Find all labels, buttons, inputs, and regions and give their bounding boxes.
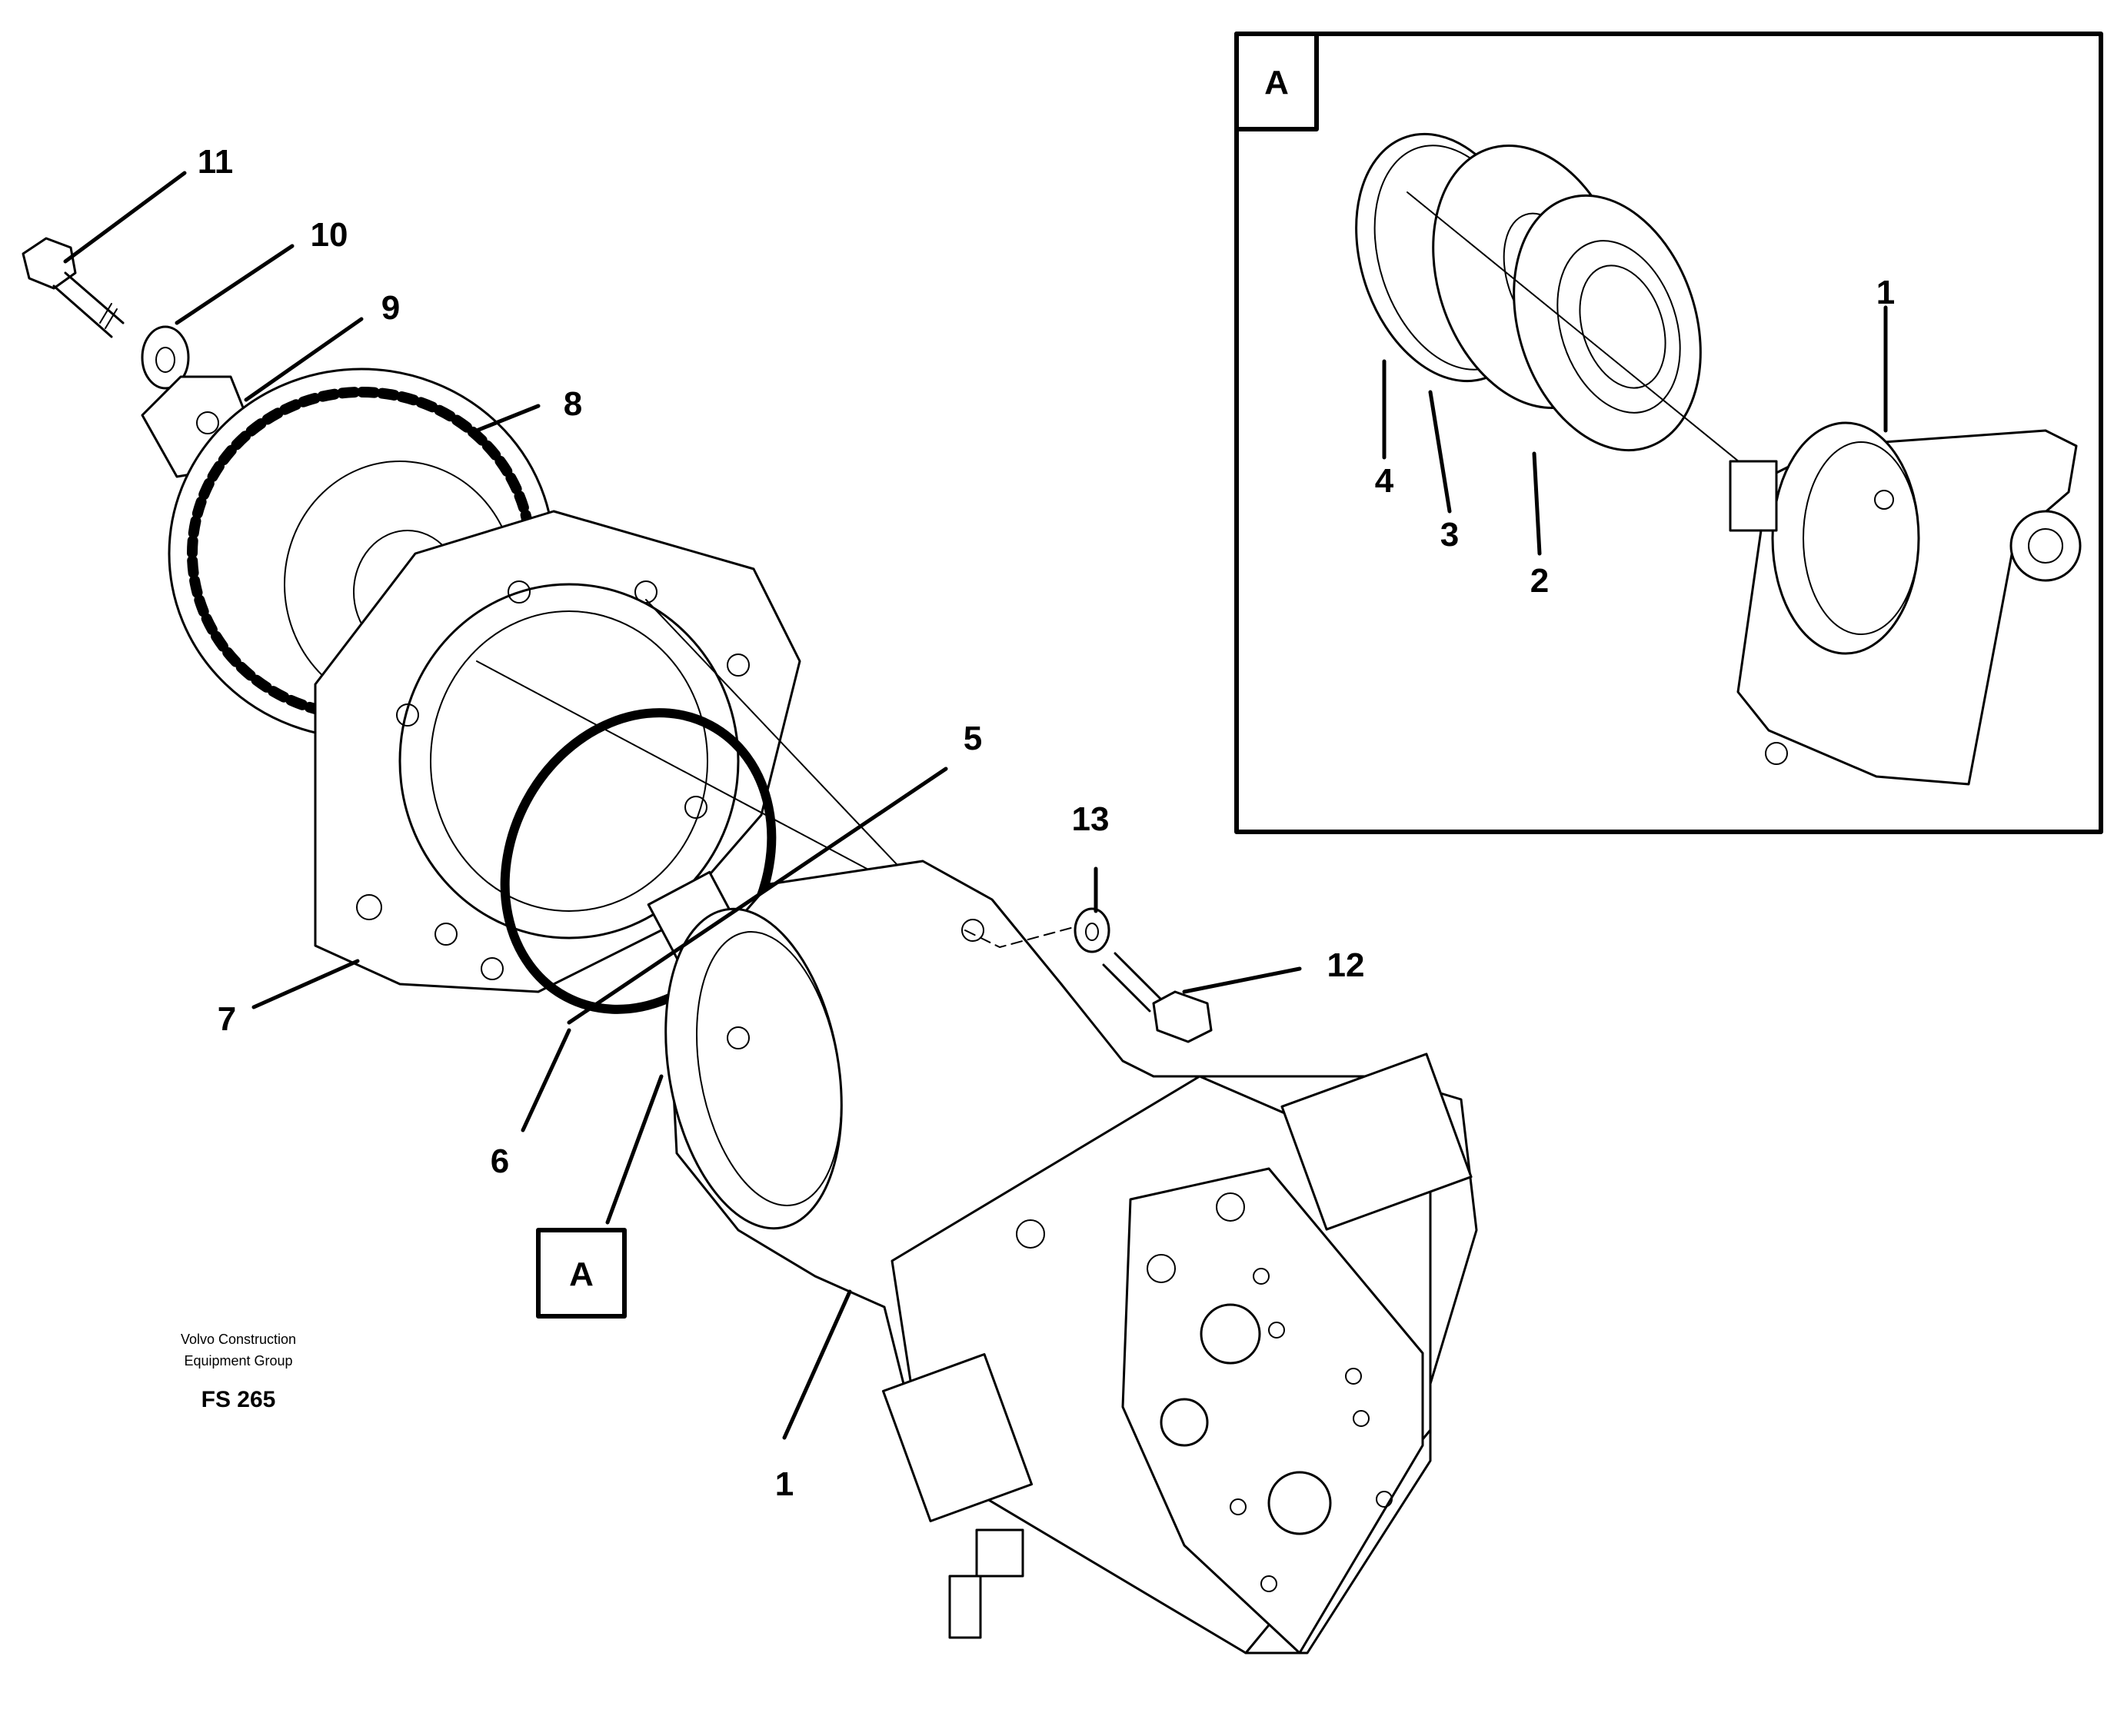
lock-washer-icon <box>141 325 190 390</box>
callout-10: 10 <box>311 216 348 254</box>
callout-12: 12 <box>1327 946 1365 984</box>
detail-hydraulic-motor-icon <box>1729 421 2082 786</box>
detail-callout-1: 1 <box>1876 274 1895 311</box>
hydraulic-motor-icon <box>647 860 1478 1655</box>
flange-icon <box>314 510 801 993</box>
washer-icon <box>1074 907 1110 953</box>
detail-a-tag-box <box>1234 32 1319 131</box>
reference-tag-a-label: A <box>569 1255 594 1293</box>
detail-callout-2: 2 <box>1530 562 1549 600</box>
drawing-code: FS 265 <box>201 1387 276 1412</box>
detail-a-tag: A <box>1264 64 1289 101</box>
callout-11: 11 <box>198 143 234 181</box>
detail-callout-3: 3 <box>1440 516 1459 554</box>
detail-callout-4: 4 <box>1375 462 1394 500</box>
mounting-bolt-icon <box>1102 952 1213 1043</box>
credit-line-2: Equipment Group <box>184 1353 292 1369</box>
callout-7: 7 <box>218 1000 236 1038</box>
callout-1: 1 <box>775 1465 794 1503</box>
callout-13: 13 <box>1072 800 1110 838</box>
callout-6: 6 <box>491 1142 509 1180</box>
credit-line-1: Volvo Construction <box>181 1332 296 1347</box>
bolt-icon <box>22 237 125 338</box>
reference-tag-a: A <box>536 1228 627 1319</box>
detail-a-inset: A <box>1234 32 2103 834</box>
callout-5: 5 <box>964 720 982 757</box>
callout-8: 8 <box>564 385 582 423</box>
callout-9: 9 <box>381 289 400 327</box>
seal-ring-icon <box>1513 194 1702 452</box>
